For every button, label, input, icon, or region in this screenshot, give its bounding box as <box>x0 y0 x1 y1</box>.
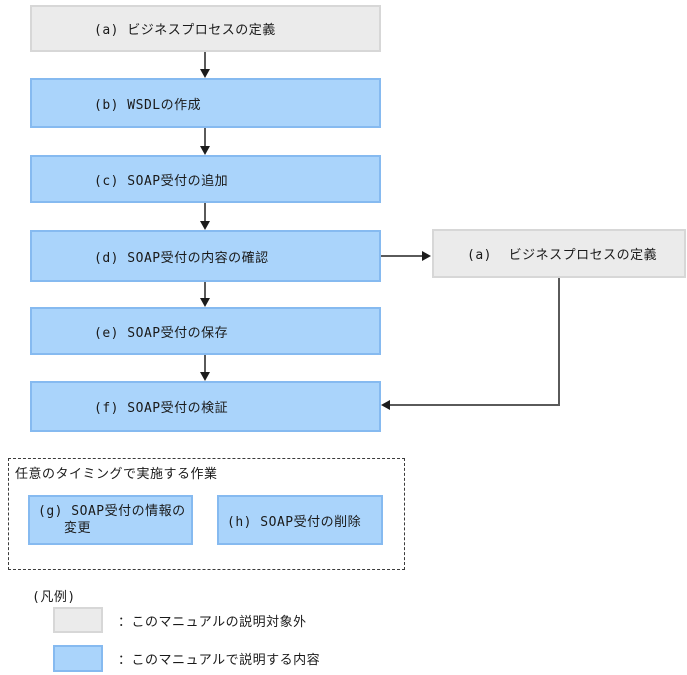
flow-box-a-label: (a) ビジネスプロセスの定義 <box>94 23 276 38</box>
flow-box-f-label: (f) SOAP受付の検証 <box>94 401 229 416</box>
flow-box-d: (d) SOAP受付の内容の確認 <box>30 230 381 282</box>
arrow-left-icon <box>381 400 390 410</box>
connector-side-f-vline <box>558 278 560 406</box>
connector-side-f-hline <box>390 404 560 406</box>
arrow-down-icon <box>200 69 210 78</box>
flow-box-g-label-line2: 変更 <box>64 521 92 536</box>
connector-d-e-line <box>204 282 206 298</box>
optional-tasks-group: 任意のタイミングで実施する作業 <box>8 458 405 570</box>
legend-label-out-of-scope: ：このマニュアルの説明対象外 <box>118 614 307 630</box>
optional-tasks-title: 任意のタイミングで実施する作業 <box>15 467 218 482</box>
flow-box-c-label: (c) SOAP受付の追加 <box>94 173 229 189</box>
connector-a-b-line <box>204 52 206 69</box>
flow-box-c: (c) SOAP受付の追加 <box>30 155 381 203</box>
flow-box-a: (a) ビジネスプロセスの定義 <box>30 5 381 52</box>
legend-label-in-scope: ：このマニュアルで説明する内容 <box>118 653 321 668</box>
legend-title: (凡例) <box>32 590 76 605</box>
flow-box-f: (f) SOAP受付の検証 <box>30 381 381 432</box>
flow-box-g: (g) SOAP受付の情報の 変更 <box>28 495 193 545</box>
arrow-down-icon <box>200 298 210 307</box>
arrow-down-icon <box>200 146 210 155</box>
connector-b-c-line <box>204 128 206 146</box>
arrow-down-icon <box>200 372 210 381</box>
connector-c-d-line <box>204 203 206 221</box>
flow-box-h: (h) SOAP受付の削除 <box>217 495 383 545</box>
flow-box-g-label-line1: (g) SOAP受付の情報の <box>38 504 186 519</box>
connector-d-side-line <box>381 255 422 257</box>
flow-box-b: (b) WSDLの作成 <box>30 78 381 128</box>
side-box-a-label: (a) ビジネスプロセスの定義 <box>467 248 658 263</box>
flow-box-d-label: (d) SOAP受付の内容の確認 <box>94 250 269 266</box>
flow-box-e: (e) SOAP受付の保存 <box>30 307 381 355</box>
flow-box-b-label: (b) WSDLの作成 <box>94 97 202 113</box>
connector-e-f-line <box>204 355 206 372</box>
side-box-a: (a) ビジネスプロセスの定義 <box>432 229 686 278</box>
legend-swatch-blue <box>53 645 103 672</box>
flow-box-e-label: (e) SOAP受付の保存 <box>94 325 229 341</box>
arrow-right-icon <box>422 251 431 261</box>
legend-swatch-gray <box>53 607 103 633</box>
arrow-down-icon <box>200 221 210 230</box>
flow-box-h-label: (h) SOAP受付の削除 <box>227 514 362 530</box>
